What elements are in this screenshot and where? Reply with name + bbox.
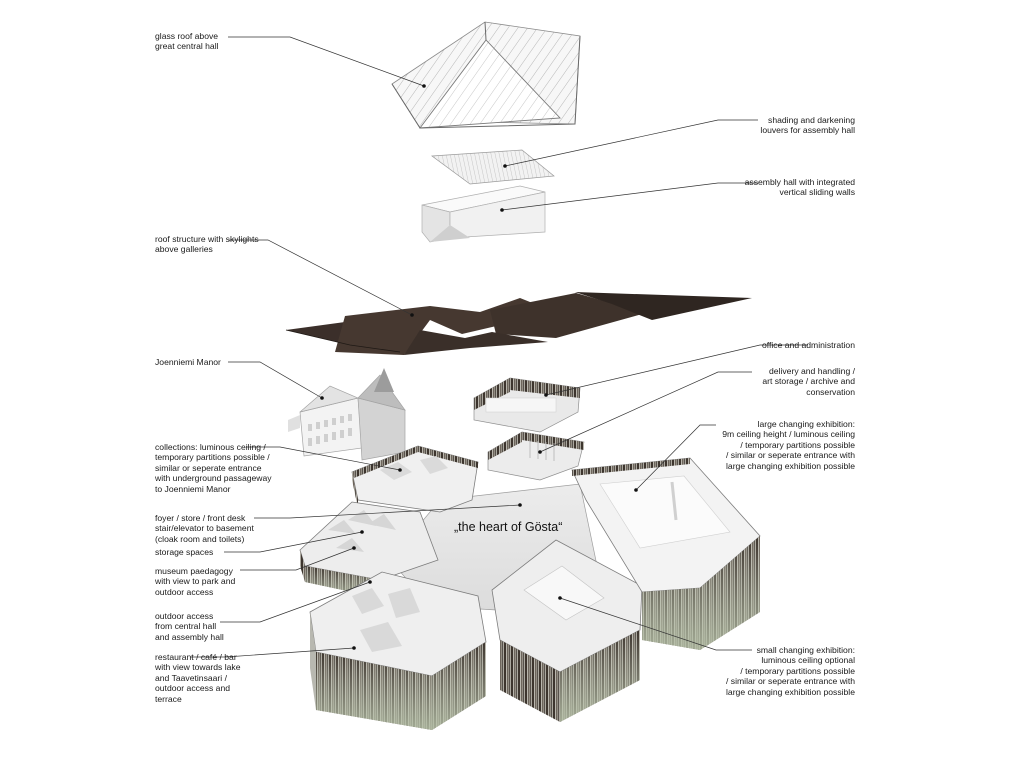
label-museum-paedagogy: museum paedagogy with view to park and o…: [155, 566, 236, 597]
ground-floor-plan: [299, 445, 761, 730]
center-hall-label: „the heart of Gösta“: [454, 520, 563, 534]
label-joenniemi-manor: Joenniemi Manor: [155, 357, 221, 367]
label-large-exhibition: large changing exhibition: 9m ceiling he…: [722, 419, 855, 471]
label-assembly-hall: assembly hall with integrated vertical s…: [744, 177, 855, 198]
office-volume: [473, 377, 581, 433]
leader-lines: [190, 36, 808, 658]
label-outdoor-access: outdoor access from central hall and ass…: [155, 611, 224, 642]
label-storage: storage spaces: [155, 547, 214, 557]
label-office: office and administration: [762, 340, 855, 350]
label-foyer: foyer / store / front desk stair/elevato…: [155, 513, 254, 544]
leader-dots: [320, 84, 638, 650]
label-glass-roof: glass roof above great central hall: [155, 31, 219, 52]
glass-roof: [391, 21, 581, 129]
joenniemi-manor: [288, 368, 406, 461]
label-restaurant: restaurant / café / bar with view toward…: [155, 652, 241, 704]
roof-structure: [285, 292, 752, 355]
label-shading-louvers: shading and darkening louvers for assemb…: [760, 115, 855, 136]
label-small-exhibition: small changing exhibition: luminous ceil…: [726, 645, 855, 697]
label-delivery: delivery and handling / art storage / ar…: [762, 366, 855, 397]
delivery-volume: [487, 431, 585, 481]
assembly-hall-volume: [421, 185, 546, 243]
label-collections: collections: luminous ceiling / temporar…: [155, 442, 272, 494]
shading-louvers: [431, 149, 555, 185]
label-roof-structure: roof structure with skylights above gall…: [155, 234, 259, 255]
